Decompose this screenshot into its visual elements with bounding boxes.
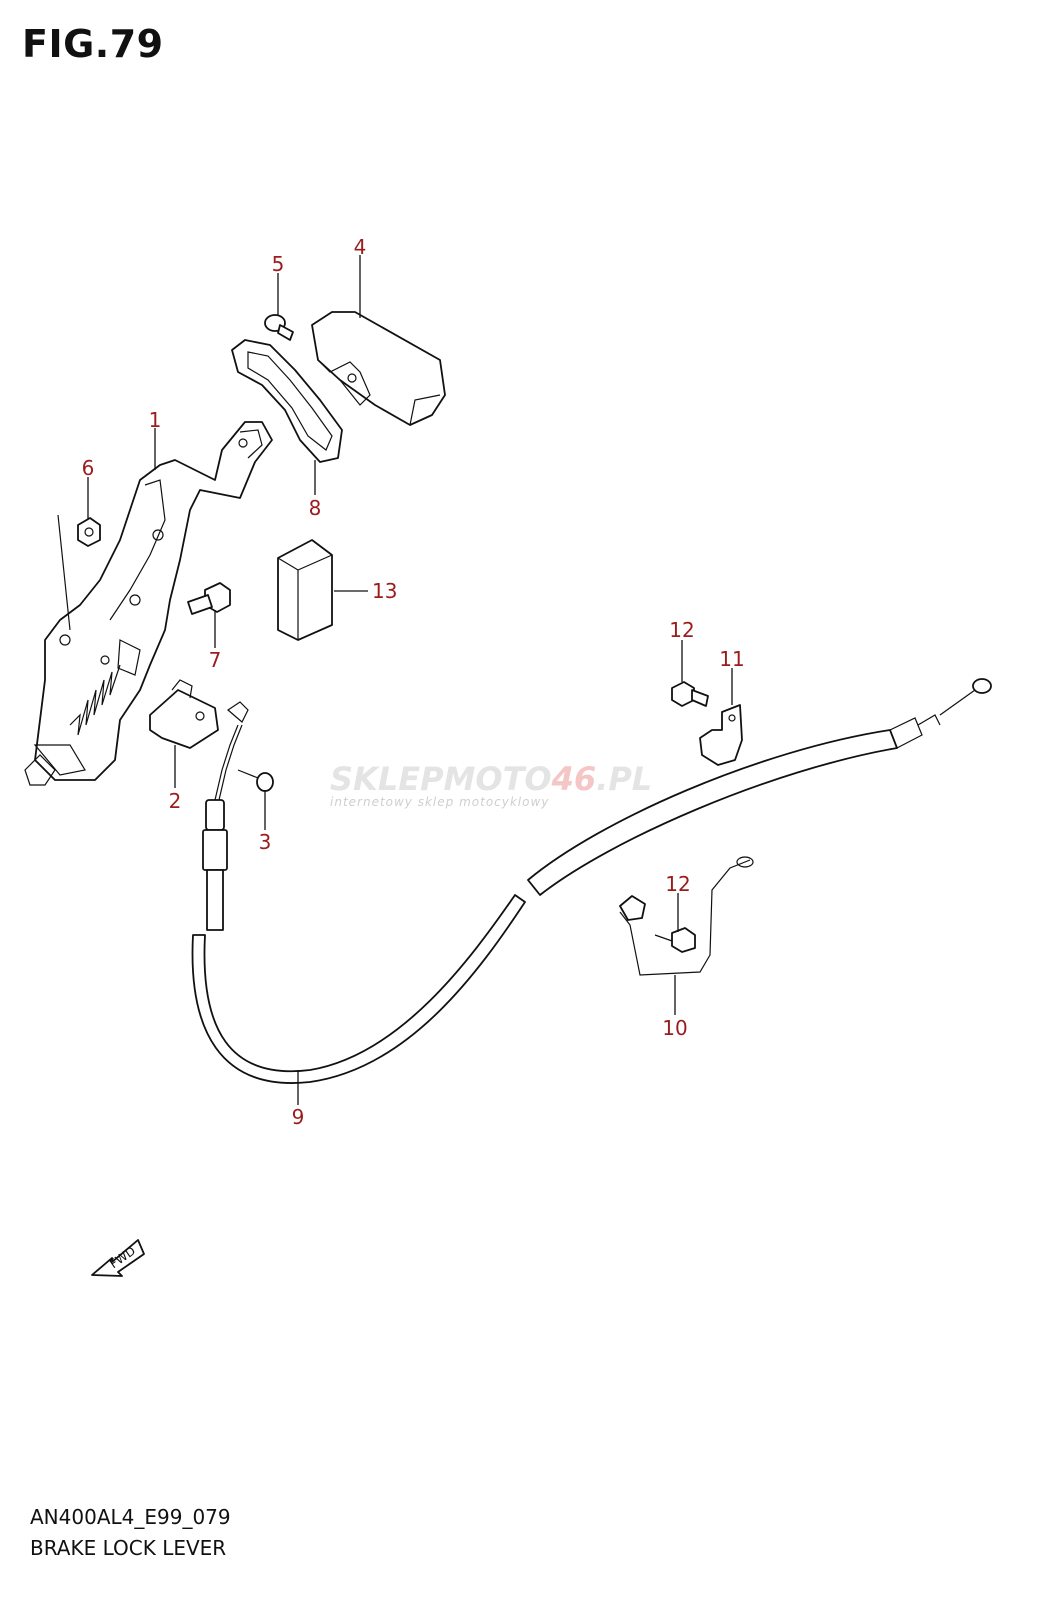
callout-10: 10 xyxy=(662,1016,687,1040)
part-cable xyxy=(191,678,992,1084)
callout-11: 11 xyxy=(719,647,744,671)
watermark-moto: MOTO xyxy=(444,760,552,798)
callout-8: 8 xyxy=(309,496,322,520)
diagram-name: BRAKE LOCK LEVER xyxy=(30,1536,227,1560)
part-seal xyxy=(231,339,343,463)
part-bolt-7 xyxy=(187,582,231,615)
callout-2: 2 xyxy=(169,789,182,813)
watermark-number: 46 xyxy=(551,760,597,798)
callout-3: 3 xyxy=(259,830,272,854)
diagram-code: AN400AL4_E99_079 xyxy=(30,1505,231,1529)
callout-13: 13 xyxy=(372,579,397,603)
leader-lines xyxy=(87,255,733,1105)
watermark-prefix: SKLEP xyxy=(330,760,444,798)
callout-5: 5 xyxy=(272,252,285,276)
callout-12-lower: 12 xyxy=(665,872,690,896)
callout-7: 7 xyxy=(209,648,222,672)
callout-12-upper: 12 xyxy=(669,618,694,642)
watermark: SKLEPMOTO46.PL internetowy sklep motocyk… xyxy=(330,760,652,809)
part-bolt-12-upper xyxy=(671,681,709,707)
fwd-arrow-icon: FWD xyxy=(91,1239,145,1277)
part-screw-5 xyxy=(264,314,294,341)
callout-9: 9 xyxy=(292,1105,305,1129)
figure-title: FIG.79 xyxy=(22,22,164,66)
part-pad xyxy=(277,539,333,641)
part-cover xyxy=(311,311,446,426)
part-clamp xyxy=(699,704,743,766)
part-bolt-12-lower xyxy=(654,927,696,953)
watermark-subtitle: internetowy sklep motocyklowy xyxy=(330,795,549,809)
part-switch-wire xyxy=(214,724,243,801)
watermark-suffix: .PL xyxy=(596,760,652,798)
part-wire-bracket xyxy=(619,856,754,976)
callout-4: 4 xyxy=(354,235,367,259)
part-lever-bracket xyxy=(24,421,273,786)
callout-1: 1 xyxy=(149,408,162,432)
svg-text:SKLEPMOTO46.PL: SKLEPMOTO46.PL xyxy=(330,760,652,798)
part-nut xyxy=(57,514,101,631)
callout-6: 6 xyxy=(82,456,95,480)
callouts: 1 2 3 4 5 6 7 8 9 10 11 12 12 13 xyxy=(82,235,745,1129)
part-switch xyxy=(149,679,249,749)
part-screw-3 xyxy=(237,769,274,792)
